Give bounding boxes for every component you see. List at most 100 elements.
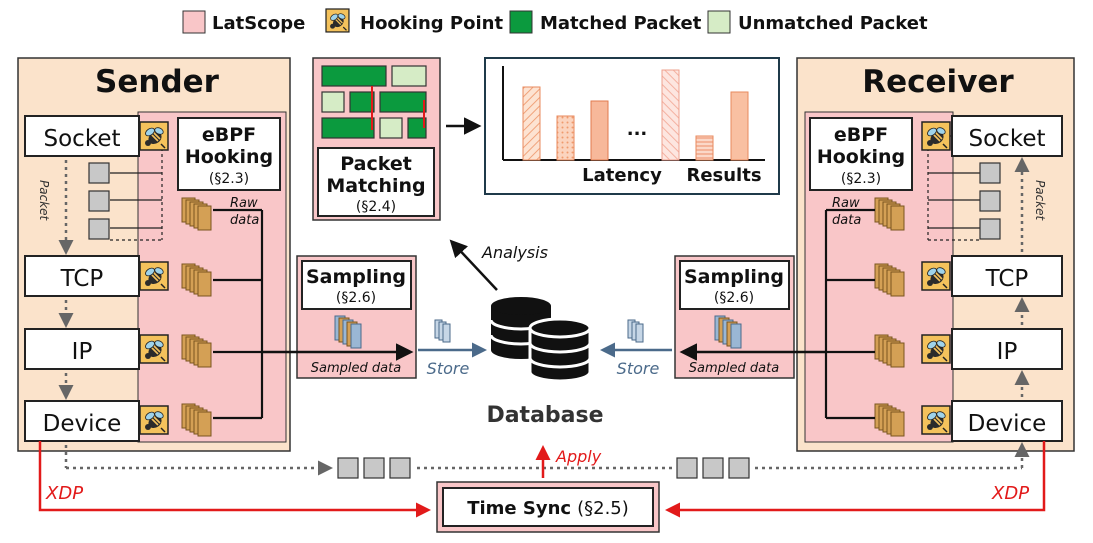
receiver-title: Receiver — [862, 64, 1014, 100]
sender-tcp-box — [24, 255, 140, 297]
sender-xdp-label: XDP — [45, 483, 83, 504]
database: Database — [486, 297, 604, 428]
receiver-ip-label: IP — [997, 339, 1018, 365]
latency-ellipsis: ... — [627, 119, 648, 140]
legend-hooking-label: Hooking Point — [360, 13, 503, 34]
receiver-device-label: Device — [968, 411, 1047, 437]
sender-socket-hook-icon — [139, 121, 169, 151]
receiver-device-hook-icon — [921, 405, 951, 435]
latency-results-label-1: Latency — [582, 165, 662, 186]
legend-unmatched-label: Unmatched Packet — [738, 13, 928, 34]
packet-matching-line1: Packet — [340, 153, 412, 175]
time-sync-packets-right — [676, 457, 750, 479]
receiver-device-box — [951, 400, 1063, 442]
sampling-right-title: Sampling — [684, 266, 784, 288]
receiver-raw-label-2: data — [832, 213, 861, 228]
sender-device-label: Device — [43, 411, 122, 437]
time-sync-ref: (§2.5) — [577, 498, 629, 519]
receiver-xdp-label: XDP — [991, 483, 1029, 504]
latency-bar-5 — [695, 135, 714, 161]
receiver-ebpf-box — [809, 117, 913, 191]
receiver-socket-hook-icon — [921, 121, 951, 151]
database-label: Database — [486, 403, 603, 428]
receiver-ebpf-ref: (§2.3) — [841, 171, 881, 187]
packet-matching-line2: Matching — [326, 175, 425, 197]
sender-socket-buffers — [88, 135, 163, 241]
database-icon — [489, 297, 592, 383]
sampling-left-panel: Sampling (§2.6) Sampled data — [296, 255, 417, 379]
sender-packet-label: Packet — [37, 180, 51, 222]
sender-ip-box — [24, 328, 140, 370]
legend-matched-swatch — [509, 10, 533, 34]
legend: LatScope Hooking Point Matched Packet Un… — [182, 8, 928, 34]
packet-matching-links — [371, 86, 425, 130]
receiver-socket-buffers — [927, 135, 1001, 241]
sampling-left-caption: Sampled data — [311, 361, 401, 376]
packet-matching-panel: Packet Matching (§2.4) — [312, 57, 441, 221]
latency-bar-2 — [556, 115, 575, 161]
latency-bar-3 — [590, 100, 609, 161]
sampling-left-box — [301, 260, 412, 310]
sender-socket-box — [24, 115, 140, 157]
analysis-arrow — [449, 239, 498, 291]
sampling-right-caption: Sampled data — [689, 361, 779, 376]
receiver-packet-label: Packet — [1033, 180, 1047, 222]
sampling-right-ref: (§2.6) — [714, 290, 754, 306]
sender-raw-label-1: Raw — [230, 196, 258, 211]
store-left-label: Store — [427, 359, 470, 378]
receiver-host: Receiver Socket TCP IP Device Packet e — [796, 57, 1075, 452]
receiver-ebpf-line1: eBPF — [834, 124, 888, 146]
sender-tcp-hook-icon — [139, 261, 169, 291]
sender-socket-label: Socket — [44, 126, 121, 152]
time-sync-dotted-path — [64, 442, 1030, 476]
latency-bar-6 — [730, 91, 749, 161]
sampling-left-title: Sampling — [306, 266, 406, 288]
time-sync-title: Time Sync — [467, 498, 571, 519]
sender-ebpf-line1: eBPF — [202, 124, 256, 146]
store-right-label: Store — [617, 359, 660, 378]
receiver-xdp-arrow — [665, 441, 1046, 518]
time-sync-box — [442, 487, 654, 527]
sampling-right-box — [679, 260, 790, 310]
latency-results-label-2: Results — [686, 165, 761, 186]
sender-host: Sender Socket TCP IP Device Packet — [17, 57, 291, 452]
packet-matching-box — [317, 147, 435, 217]
receiver-tcp-hook-icon — [921, 261, 951, 291]
receiver-raw-label-1: Raw — [832, 196, 860, 211]
time-sync-text: Time Sync (§2.5) — [467, 498, 629, 519]
packet-matching-grid — [321, 65, 427, 139]
sender-ip-label: IP — [72, 339, 93, 365]
sender-xdp-arrow — [38, 441, 431, 518]
time-sync-packets-left — [337, 457, 411, 479]
receiver-ebpf-line2: Hooking — [817, 146, 905, 168]
time-sync-panel: Time Sync (§2.5) — [436, 481, 660, 533]
sampling-left-ref: (§2.6) — [336, 290, 376, 306]
sampling-right-panel: Sampling (§2.6) Sampled data — [674, 255, 795, 379]
sender-raw-label-2: data — [230, 213, 259, 228]
store-left-data-icon — [434, 319, 451, 343]
sender-tcp-label: TCP — [60, 266, 104, 292]
sender-ebpf-box — [177, 117, 281, 191]
legend-matched-label: Matched Packet — [540, 13, 702, 34]
receiver-ip-box — [951, 328, 1063, 370]
legend-unmatched-swatch — [707, 10, 731, 34]
receiver-raw-collector — [824, 208, 875, 420]
receiver-ip-hook-icon — [921, 334, 951, 364]
receiver-socket-label: Socket — [969, 126, 1046, 152]
sender-ebpf-line2: Hooking — [185, 146, 273, 168]
latency-results-panel: ... Latency Results — [484, 57, 780, 195]
sender-ebpf-ref: (§2.3) — [209, 171, 249, 187]
receiver-tcp-box — [951, 255, 1063, 297]
latency-bar-4 — [661, 69, 680, 161]
store-right-data-icon — [627, 319, 644, 343]
legend-hook-icon — [325, 8, 350, 33]
receiver-tcp-label: TCP — [985, 266, 1029, 292]
sender-device-hook-icon — [139, 405, 169, 435]
sender-title: Sender — [95, 64, 220, 100]
latency-bar-1 — [522, 86, 541, 161]
legend-latscope-swatch — [182, 10, 206, 34]
packet-matching-ref: (§2.4) — [356, 199, 396, 215]
legend-latscope-label: LatScope — [212, 13, 305, 34]
sender-device-box — [24, 400, 140, 442]
sender-ip-hook-icon — [139, 334, 169, 364]
